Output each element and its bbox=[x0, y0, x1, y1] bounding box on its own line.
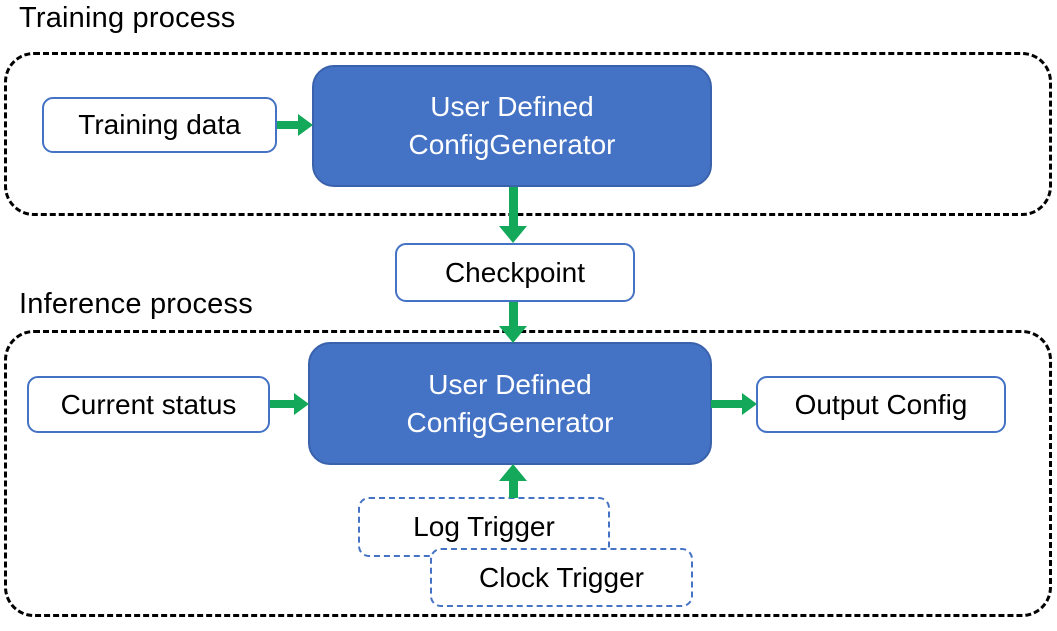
config-generator-inference-line2: ConfigGenerator bbox=[406, 406, 614, 438]
current-status-label: Current status bbox=[60, 388, 237, 420]
training-process-title: Training process bbox=[19, 2, 236, 34]
arrow-head bbox=[499, 226, 527, 243]
arrow-checkpoint-to-generator-icon bbox=[499, 302, 527, 343]
config-generator-inference-box: User Defined ConfigGenerator bbox=[308, 342, 712, 465]
log-trigger-label: Log Trigger bbox=[413, 511, 555, 542]
log-trigger-box: Log Trigger bbox=[358, 497, 610, 557]
inference-process-title: Inference process bbox=[19, 288, 253, 320]
arrow-shaft bbox=[270, 400, 294, 408]
arrow-head bbox=[499, 326, 527, 343]
training-data-label: Training data bbox=[78, 109, 241, 140]
arrow-head bbox=[742, 393, 757, 415]
arrow-training-data-to-generator-icon bbox=[277, 114, 313, 136]
config-generator-training-box: User Defined ConfigGenerator bbox=[312, 65, 712, 187]
inference-process-region bbox=[4, 330, 1052, 617]
arrow-shaft bbox=[508, 302, 518, 326]
arrow-generator-to-checkpoint-icon bbox=[499, 187, 527, 243]
arrow-shaft bbox=[277, 121, 298, 129]
output-config-box: Output Config bbox=[756, 376, 1006, 433]
arrow-triggers-to-generator-icon bbox=[499, 464, 527, 498]
training-process-region bbox=[4, 52, 1052, 216]
arrow-head bbox=[499, 464, 527, 481]
config-generator-training-line2: ConfigGenerator bbox=[408, 129, 616, 160]
output-config-label: Output Config bbox=[794, 388, 968, 420]
arrow-shaft bbox=[508, 481, 518, 498]
arrow-head bbox=[294, 393, 309, 415]
checkpoint-label: Checkpoint bbox=[444, 256, 586, 288]
arrow-shaft bbox=[711, 400, 742, 408]
config-generator-training-line1: User Defined bbox=[430, 91, 594, 122]
clock-trigger-label: Clock Trigger bbox=[479, 561, 644, 593]
checkpoint-box: Checkpoint bbox=[395, 243, 635, 302]
arrow-shaft bbox=[508, 187, 518, 226]
arrow-generator-to-output-config-icon bbox=[711, 393, 757, 415]
training-data-box: Training data bbox=[42, 97, 277, 153]
clock-trigger-box: Clock Trigger bbox=[430, 548, 693, 607]
current-status-box: Current status bbox=[27, 376, 270, 433]
arrow-head bbox=[298, 114, 313, 136]
arrow-current-status-to-generator-icon bbox=[270, 393, 309, 415]
config-generator-inference-line1: User Defined bbox=[428, 368, 592, 400]
